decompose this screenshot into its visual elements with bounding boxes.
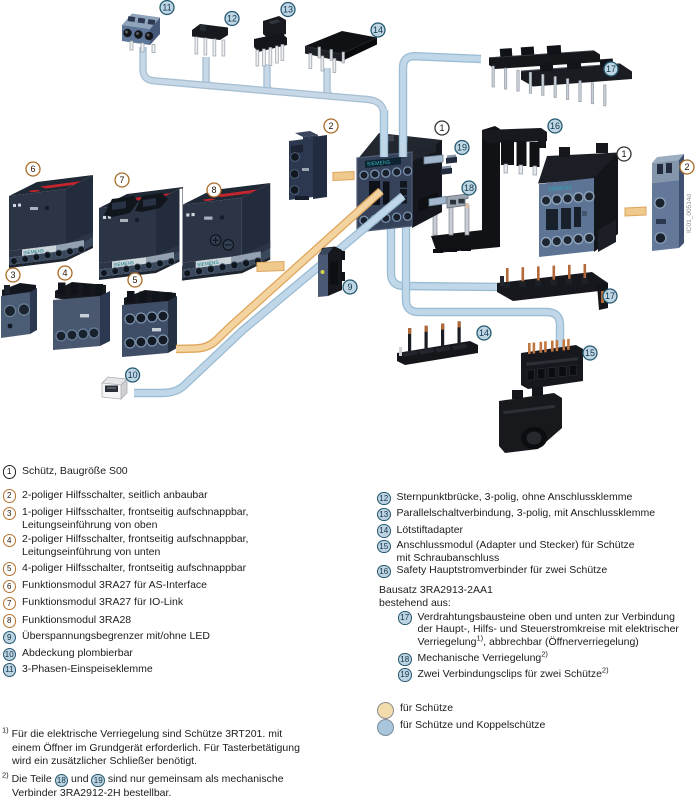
svg-text:14: 14 [479, 328, 489, 338]
svg-text:SIEMENS: SIEMENS [23, 248, 44, 255]
svg-text:2: 2 [684, 162, 689, 172]
svg-text:16: 16 [550, 121, 560, 131]
svg-text:15: 15 [585, 348, 595, 358]
svg-text:5: 5 [132, 275, 137, 285]
svg-text:10: 10 [128, 370, 138, 380]
svg-text:12: 12 [227, 14, 237, 24]
svg-text:9: 9 [347, 282, 352, 292]
svg-text:SIEMENS: SIEMENS [197, 260, 219, 269]
svg-text:SIEMENS: SIEMENS [548, 185, 573, 193]
svg-text:SIEMENS: SIEMENS [367, 160, 391, 168]
svg-text:19: 19 [457, 143, 467, 153]
svg-text:2: 2 [328, 121, 333, 131]
svg-text:17: 17 [605, 291, 615, 301]
svg-text:13: 13 [283, 5, 293, 15]
svg-text:7: 7 [119, 175, 124, 185]
svg-text:17: 17 [606, 64, 616, 74]
svg-text:3: 3 [10, 270, 15, 280]
svg-text:8: 8 [211, 185, 216, 195]
svg-text:SIEMENS: SIEMENS [113, 260, 134, 267]
svg-text:18: 18 [464, 183, 474, 193]
svg-text:1: 1 [621, 149, 626, 159]
svg-text:IC01_00514d: IC01_00514d [686, 194, 693, 233]
svg-text:14: 14 [373, 25, 383, 35]
svg-text:6: 6 [30, 164, 35, 174]
svg-text:1: 1 [439, 123, 444, 133]
svg-text:11: 11 [162, 3, 171, 13]
svg-text:4: 4 [62, 268, 67, 278]
